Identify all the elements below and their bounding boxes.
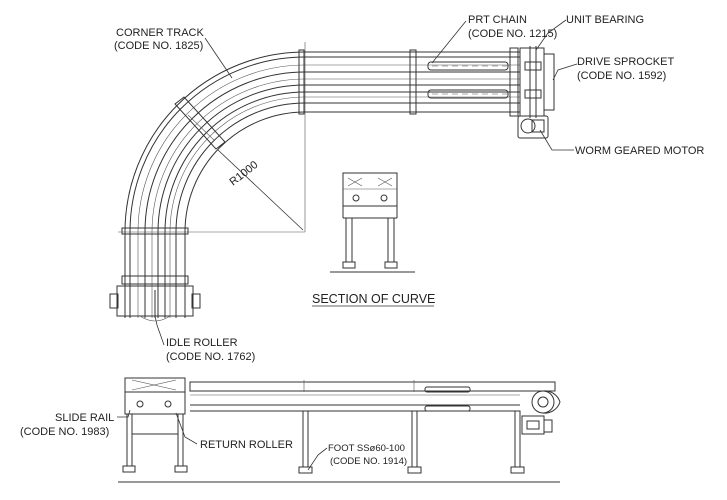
drive-end bbox=[519, 46, 555, 118]
label-slide-rail: SLIDE RAIL bbox=[55, 412, 114, 424]
leader-worm-motor bbox=[539, 129, 574, 151]
leader-unit-bearing bbox=[535, 19, 567, 51]
corner-track-arc bbox=[129, 56, 306, 233]
label-slide-rail-code: (CODE NO. 1983) bbox=[20, 426, 109, 438]
section-leg-left bbox=[345, 217, 353, 263]
labels: CORNER TRACK (CODE NO. 1825) PRT CHAIN (… bbox=[20, 14, 704, 467]
label-drive-sprocket-code: (CODE NO. 1592) bbox=[577, 70, 666, 82]
side-motor-body bbox=[521, 415, 545, 435]
side-legs bbox=[298, 380, 525, 474]
label-corner-track: CORNER TRACK bbox=[116, 27, 204, 39]
worm-geared-motor bbox=[517, 115, 549, 139]
curve-joint-line bbox=[187, 114, 215, 141]
side-chain-bottom bbox=[424, 405, 471, 412]
side-top-rail bbox=[189, 381, 556, 392]
leader-lines bbox=[117, 19, 578, 471]
corner-track-arc bbox=[137, 64, 306, 233]
top-view: R1000 bbox=[109, 42, 555, 322]
corner-track-arc bbox=[169, 96, 306, 233]
corner-track-arc bbox=[144, 71, 306, 233]
corner-track-inner bbox=[184, 111, 306, 233]
label-idle-roller: IDLE ROLLER bbox=[166, 337, 238, 349]
curve-joint-plate bbox=[174, 96, 226, 150]
section-of-curve-view: SECTION OF CURVE bbox=[312, 172, 435, 307]
label-prt-chain: PRT CHAIN bbox=[468, 14, 527, 26]
side-view bbox=[118, 377, 561, 483]
section-of-curve-title: SECTION OF CURVE bbox=[312, 292, 435, 306]
leader-foot bbox=[307, 447, 328, 471]
label-drive-sprocket: DRIVE SPROCKET bbox=[577, 56, 674, 68]
corner-track-arc bbox=[151, 78, 306, 233]
leader-drive-sprocket bbox=[552, 63, 578, 81]
label-unit-bearing: UNIT BEARING bbox=[566, 14, 644, 26]
leader-return-roller bbox=[175, 412, 198, 445]
corner-track-outer bbox=[124, 51, 306, 233]
corner-track-arc bbox=[157, 84, 306, 233]
prt-chain-links bbox=[427, 61, 509, 99]
section-frame-top bbox=[342, 172, 398, 207]
label-corner-track-code: (CODE NO. 1825) bbox=[114, 40, 203, 52]
label-idle-roller-code: (CODE NO. 1762) bbox=[166, 351, 255, 363]
section-leg-right bbox=[387, 217, 395, 263]
corner-track-arc bbox=[175, 102, 306, 233]
leader-slide-rail bbox=[117, 409, 131, 418]
radius-dimension-line bbox=[217, 149, 304, 231]
label-prt-chain-code: (CODE NO. 1215) bbox=[468, 28, 557, 40]
corner-track-arcs bbox=[124, 51, 306, 233]
label-worm-geared-motor: WORM GEARED MOTOR bbox=[575, 145, 704, 157]
straight-vertical-section bbox=[109, 227, 201, 322]
leader-prt-chain bbox=[431, 20, 467, 64]
leader-corner-track bbox=[204, 37, 233, 79]
corner-track-arc bbox=[164, 91, 306, 233]
label-foot: FOOT SSø60-100 bbox=[328, 443, 405, 454]
side-chain-top bbox=[424, 386, 471, 393]
side-drive bbox=[521, 390, 561, 435]
label-foot-code: (CODE NO. 1914) bbox=[330, 456, 407, 467]
leader-idle-roller bbox=[154, 315, 165, 346]
straight-top-section bbox=[298, 47, 520, 117]
label-return-roller: RETURN ROLLER bbox=[200, 439, 293, 451]
